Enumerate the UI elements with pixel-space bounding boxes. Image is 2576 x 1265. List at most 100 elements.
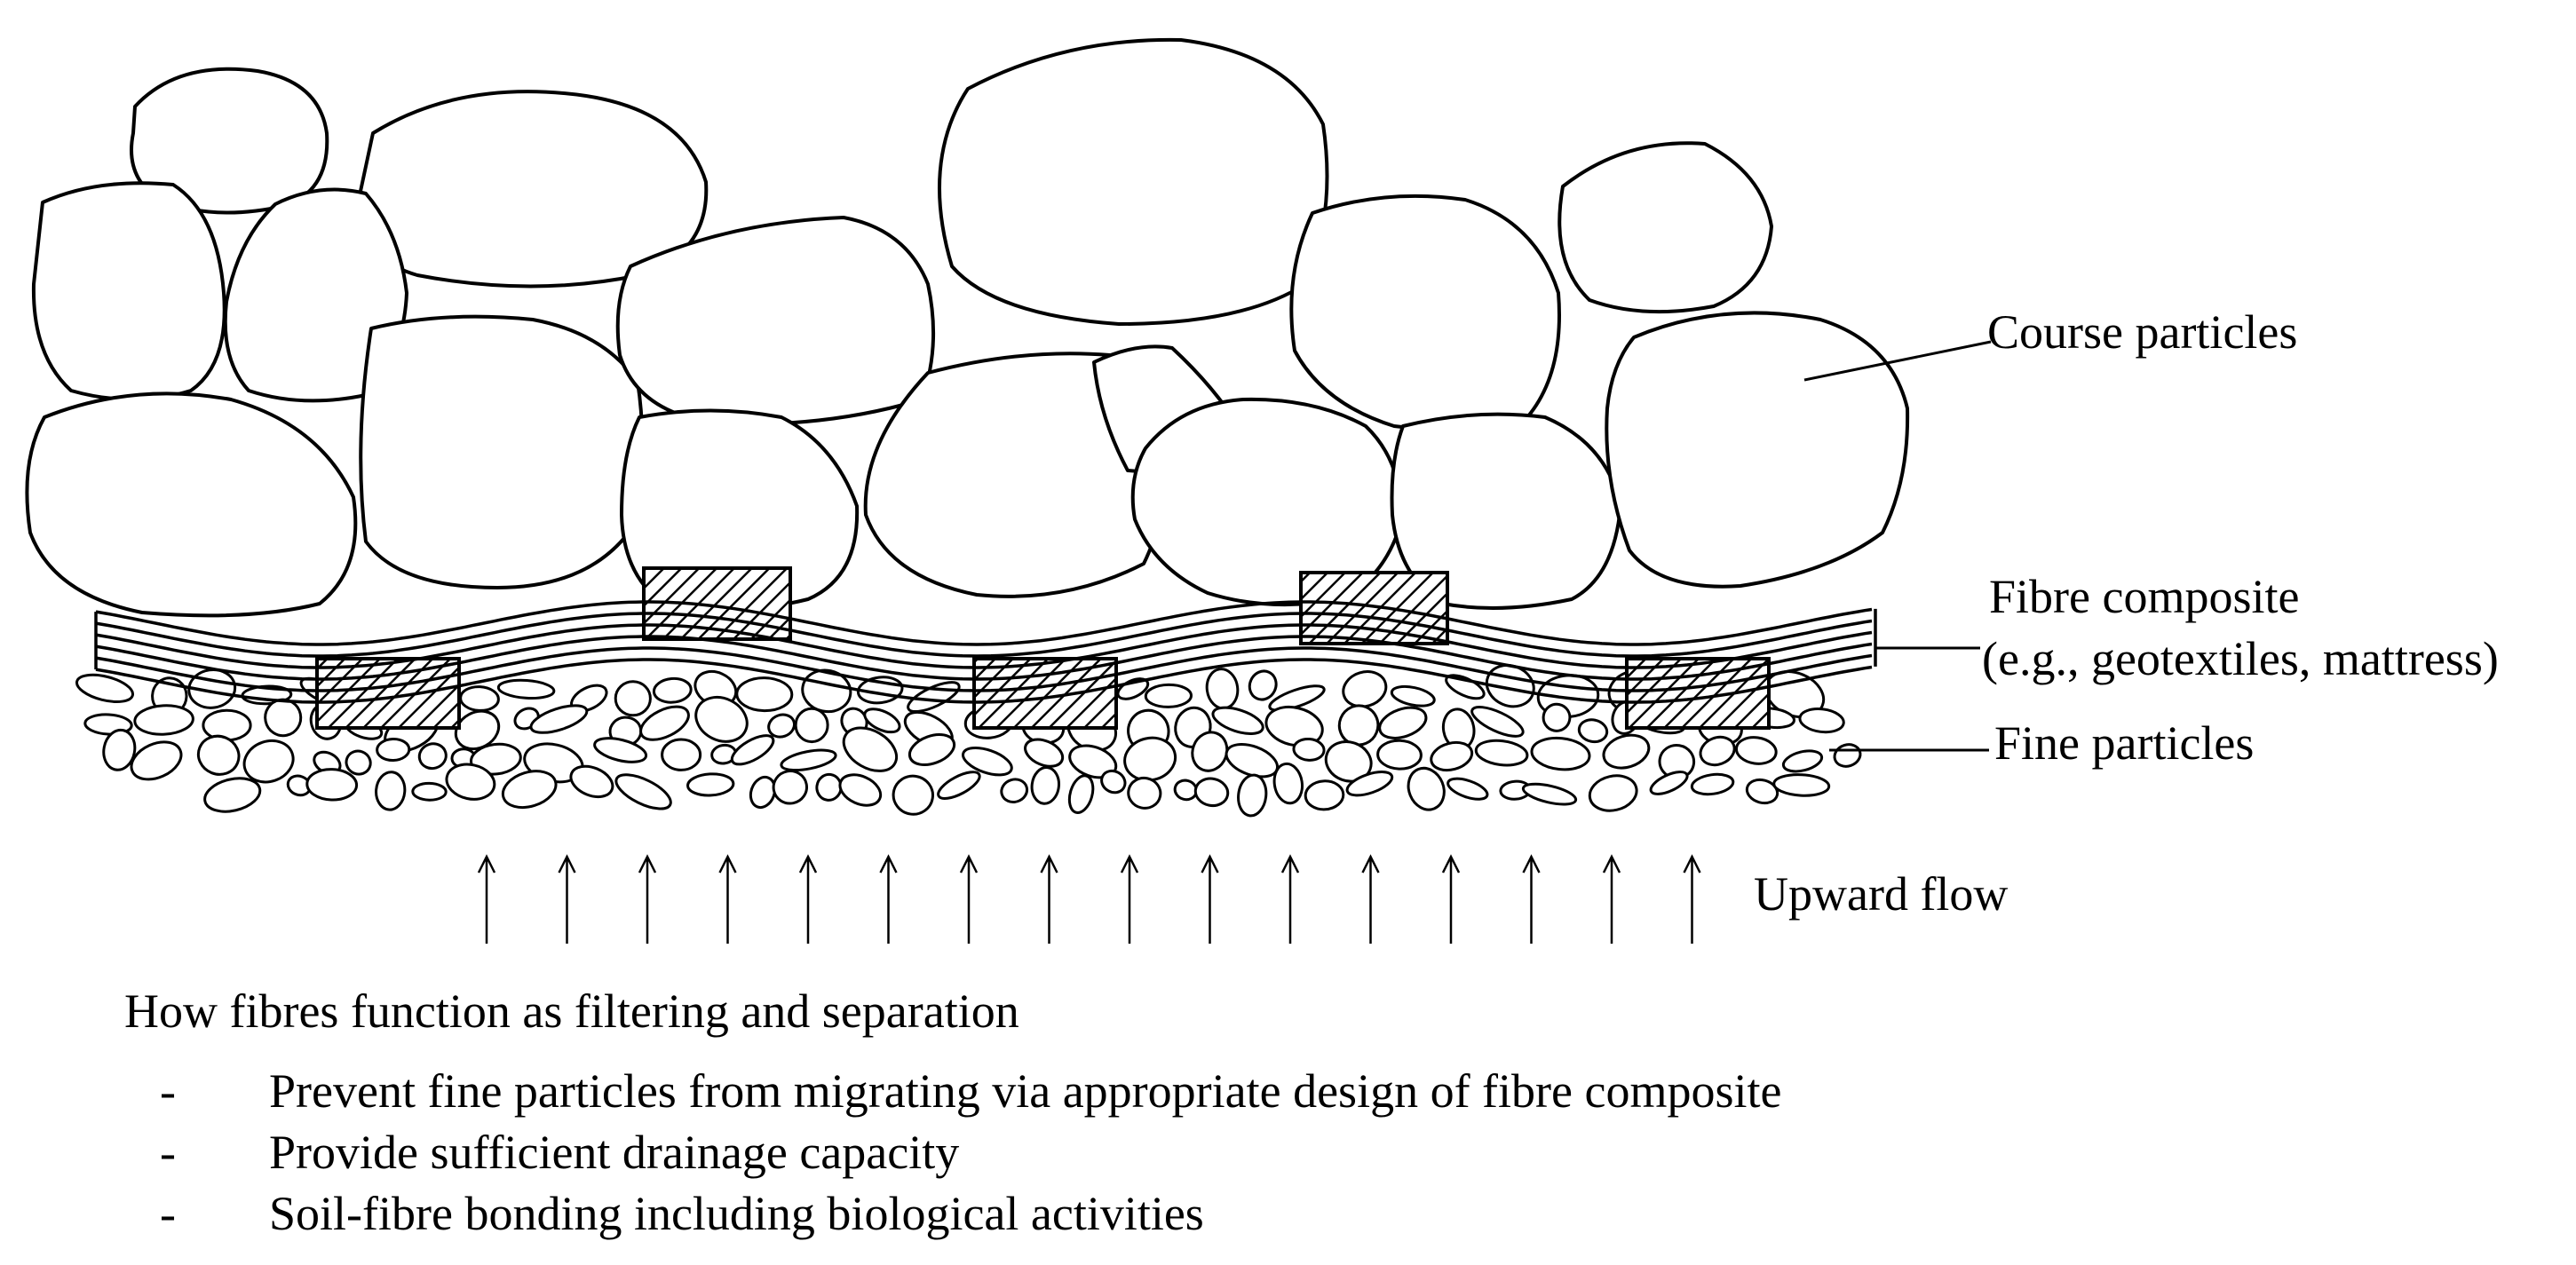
fine-particle — [1521, 782, 1578, 806]
fine-particle — [1699, 735, 1736, 767]
coarse-particle — [25, 391, 358, 618]
upward-flow-label: Upward flow — [1754, 867, 2008, 921]
fibre-composite-label: Fibre composite — [1989, 570, 2299, 623]
fine-particle — [1342, 670, 1388, 708]
fine-particle — [102, 728, 137, 771]
coarse-particles-layer — [25, 37, 1910, 618]
fibre-composite-line — [95, 600, 1873, 646]
upward-flow-arrow — [1361, 854, 1380, 944]
fine-particle — [411, 781, 448, 802]
coarse-particle — [1557, 141, 1773, 314]
fine-particle — [730, 734, 775, 766]
fine-particle — [1067, 774, 1095, 814]
fine-particle — [130, 740, 183, 781]
fine-particle — [1474, 739, 1529, 767]
fine-particle — [1024, 738, 1065, 768]
coarse-particle — [620, 408, 860, 613]
fine-particle — [496, 678, 556, 700]
fine-particle — [749, 775, 777, 810]
fine-particle — [1376, 739, 1423, 771]
bullet-text: Soil-fibre bonding including biological … — [269, 1187, 1204, 1240]
fine-particle — [1127, 776, 1162, 810]
bullet-marker: - — [160, 1064, 176, 1118]
bullet-marker: - — [160, 1187, 176, 1240]
fine-particle — [1690, 772, 1735, 796]
upward-flow-arrow — [1522, 854, 1541, 944]
fine-particle — [417, 742, 448, 771]
fine-particle — [842, 726, 899, 772]
fine-particle — [203, 777, 262, 813]
fine-particle — [686, 772, 735, 797]
fine-particle — [838, 773, 883, 807]
fine-particle — [937, 771, 981, 800]
upward-flow-arrow — [1602, 854, 1621, 944]
coarse-particle — [1130, 397, 1404, 607]
fine-particle — [345, 749, 372, 776]
fine-particle — [1745, 778, 1779, 805]
fine-particles-label: Fine particles — [1994, 716, 2254, 770]
fine-particle — [772, 770, 808, 805]
lower-hatched-blocks — [315, 657, 1771, 730]
fine-particle — [794, 707, 829, 744]
coarse-particles-label: Course particles — [1987, 305, 2297, 359]
fine-particle — [1123, 736, 1177, 782]
fine-particle — [1530, 736, 1591, 771]
upward-flow-arrow — [798, 854, 818, 944]
fine-particle — [735, 676, 794, 713]
upward-flow-arrow — [1120, 854, 1139, 944]
upward-flow-arrow — [638, 854, 657, 944]
fine-particle — [1430, 740, 1474, 772]
fine-particle — [1470, 705, 1525, 738]
fine-particle — [1268, 684, 1326, 712]
fine-particle — [1542, 702, 1572, 732]
fine-particle — [614, 680, 652, 717]
coarse-particle — [357, 90, 709, 289]
coarse-leader-line — [1803, 340, 1992, 382]
coarse-particle — [1289, 194, 1561, 431]
upward-flow-arrow — [879, 854, 898, 944]
fine-particle — [1292, 737, 1326, 762]
fine-particle — [1390, 684, 1436, 708]
coarse-particle — [1605, 311, 1910, 589]
fine-particle — [459, 685, 500, 712]
fine-particle — [1772, 773, 1831, 797]
fine-particle — [196, 734, 241, 776]
fine-particle — [305, 768, 359, 802]
fine-particle — [1447, 777, 1489, 801]
fine-particle — [815, 772, 843, 802]
fine-particle — [133, 704, 194, 736]
leader-lines — [1803, 340, 1992, 752]
fine-particle — [1833, 743, 1862, 768]
upward-flow-arrows — [477, 854, 1701, 944]
fine-particle — [1324, 740, 1373, 783]
fine-particle — [470, 742, 522, 776]
fine-particle — [1345, 771, 1394, 797]
upper-hatched-blocks — [642, 566, 1449, 645]
fine-particle — [962, 747, 1013, 777]
fine-particle — [593, 737, 648, 763]
fibre-composite-line — [95, 623, 1873, 669]
fine-particle — [569, 764, 614, 799]
fine-particle — [501, 770, 558, 810]
fibre-composite-sheet — [94, 600, 1877, 704]
upward-flow-arrow — [1441, 854, 1461, 944]
fine-particle — [1602, 733, 1651, 770]
fine-particle — [639, 705, 690, 741]
bullet-text: Prevent fine particles from migrating vi… — [269, 1064, 1782, 1118]
upward-flow-arrow — [558, 854, 576, 944]
fine-particle — [863, 708, 901, 734]
coarse-particle — [1390, 412, 1622, 610]
coarse-particle — [863, 352, 1172, 598]
fine-particle — [1000, 778, 1029, 803]
fine-particle — [1100, 769, 1127, 795]
upward-flow-arrow — [959, 854, 979, 944]
upward-flow-arrow — [718, 854, 737, 944]
bullet-marker: - — [160, 1126, 176, 1179]
fibre-composite-line — [95, 646, 1873, 692]
fine-particle — [445, 763, 496, 801]
upward-flow-arrow — [1280, 854, 1300, 944]
fine-particle — [908, 732, 956, 767]
hatched-block — [972, 657, 1118, 730]
caption-heading: How fibres function as filtering and sep… — [124, 984, 1019, 1038]
fibre-composite-line — [95, 658, 1873, 704]
